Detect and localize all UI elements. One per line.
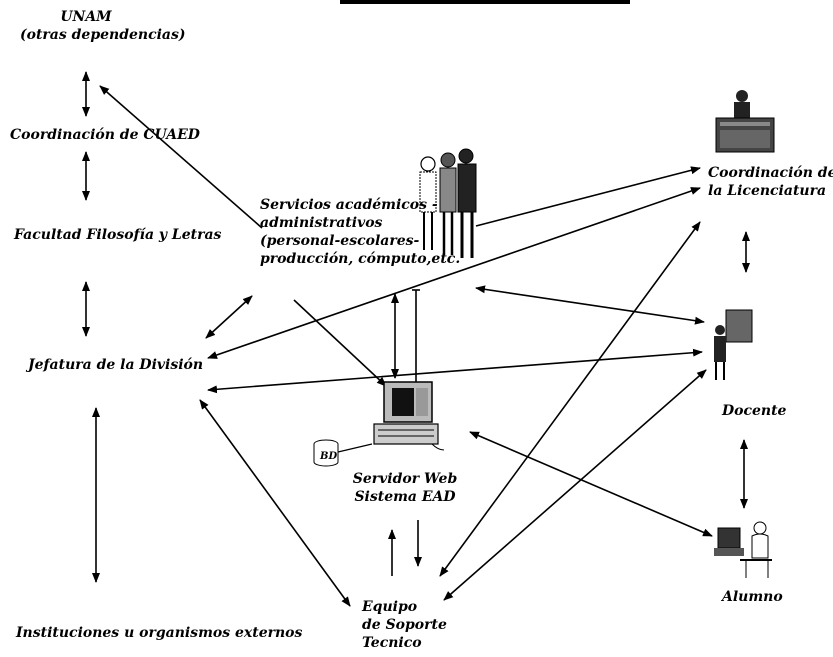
arrow-jefatura-docente: [207, 348, 703, 394]
arrow-servicios-server: [293, 299, 387, 387]
arrow-servicios-cuaed: [99, 85, 263, 229]
node-jefatura: Jefatura de la División: [28, 356, 203, 374]
node-equipo-line-2: de Soporte: [362, 617, 447, 633]
node-docente: Docente: [722, 402, 786, 420]
node-coordinacion-licenciatura-line-1: Coordinación de: [708, 165, 833, 181]
database-icon: [313, 439, 373, 467]
student-computer-icon: [714, 521, 772, 578]
node-unam-line-1: UNAM: [60, 9, 112, 25]
node-bd-label: BD: [320, 451, 338, 462]
node-servidor: Servidor Web Sistema EAD: [350, 470, 460, 506]
node-servicios-line-1: Servicios académicos -: [260, 197, 438, 213]
connector-arrows: [82, 71, 750, 607]
node-alumno: Alumno: [722, 588, 783, 606]
arrow-equipo-docente: [443, 369, 707, 601]
node-coordinacion-licenciatura: Coordinación de la Licenciatura: [708, 164, 833, 200]
node-servicios-line-4: producción, cómputo,etc.: [260, 251, 461, 267]
node-filosofia-line-1: Facultad Filosofía y Letras: [14, 227, 222, 243]
node-unam: UNAM (otras dependencias): [20, 8, 186, 44]
node-bd: BD: [320, 451, 337, 463]
desk-official-icon: [715, 90, 775, 153]
node-equipo: Equipo de Soporte Tecnico: [362, 598, 447, 652]
node-servidor-line-1: Servidor Web: [352, 471, 458, 487]
node-filosofia: Facultad Filosofía y Letras: [14, 226, 221, 244]
arrow-servicios-docente: [475, 285, 705, 325]
node-servicios: Servicios académicos - administrativos (…: [260, 196, 460, 268]
node-docente-line-1: Docente: [722, 403, 787, 419]
arrow-equipo-coordlic: [439, 221, 701, 577]
arrow-jefatura-equipo: [199, 399, 351, 607]
header-rule: [340, 0, 630, 4]
node-instituciones: Instituciones u organismos externos: [16, 624, 302, 642]
node-coordinacion-licenciatura-line-2: la Licenciatura: [708, 183, 827, 199]
node-equipo-line-3: Tecnico: [362, 635, 422, 651]
node-servidor-line-2: Sistema EAD: [354, 489, 456, 505]
arrow-server-alumno: [469, 431, 713, 537]
people-group-icon: [419, 148, 477, 258]
node-alumno-line-1: Alumno: [722, 589, 783, 605]
node-jefatura-line-1: Jefatura de la División: [28, 357, 204, 373]
computer-server-icon: [373, 381, 445, 451]
node-servicios-line-2: administrativos: [260, 215, 383, 231]
node-unam-line-2: (otras dependencias): [20, 27, 186, 43]
node-instituciones-line-1: Instituciones u organismos externos: [16, 625, 303, 641]
node-equipo-line-1: Equipo: [362, 599, 418, 615]
node-cuaed-line-1: Coordinación de CUAED: [10, 127, 200, 143]
node-cuaed: Coordinación de CUAED: [10, 126, 200, 144]
arrow-servicios-jefatura: [205, 295, 253, 339]
node-servicios-line-3: (personal-escolares-: [260, 233, 420, 249]
arrow-people-coordlic: [475, 166, 701, 227]
teacher-board-icon: [714, 309, 753, 380]
